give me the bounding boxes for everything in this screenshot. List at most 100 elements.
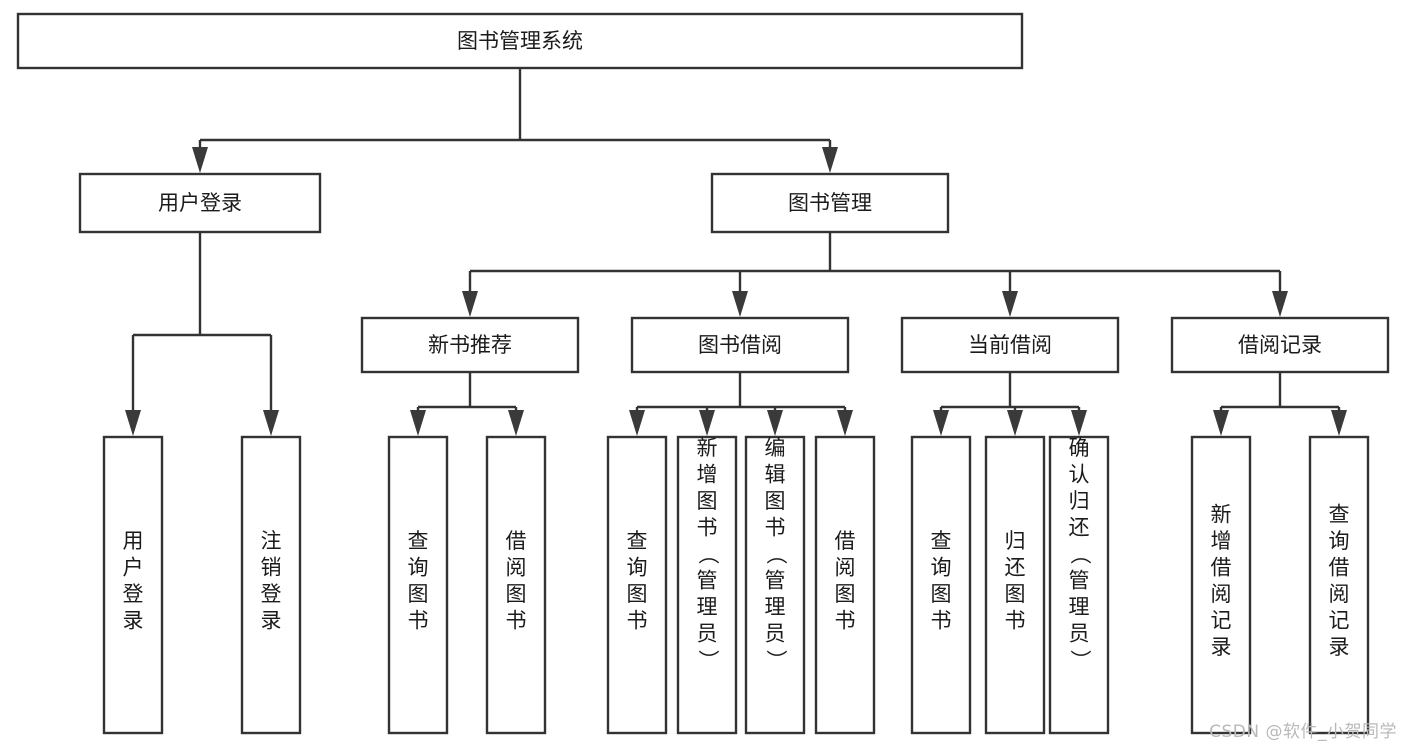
node-label-char: 书 <box>765 516 786 540</box>
node-root[interactable]: 图书管理系统 <box>16 12 1024 70</box>
node-label-char: 注 <box>261 529 282 553</box>
node-label-char: 录 <box>1211 635 1232 659</box>
node-label-char: 增 <box>1211 529 1232 553</box>
arrow-head-icon <box>822 147 838 173</box>
node-box[interactable] <box>240 435 302 735</box>
node-label-char: 询 <box>408 556 429 580</box>
node-box[interactable] <box>78 172 322 234</box>
node-box[interactable] <box>1048 435 1110 735</box>
node-label-char: 询 <box>627 556 648 580</box>
arrow-head-icon <box>192 147 208 173</box>
node-box[interactable] <box>1190 435 1252 735</box>
node-label: 新书推荐 <box>428 333 512 357</box>
node-label-char: 归 <box>1005 529 1026 553</box>
node-new-book-rec[interactable]: 新书推荐 <box>360 316 580 374</box>
node-box[interactable] <box>814 435 876 735</box>
node-box[interactable] <box>744 435 806 735</box>
node-box[interactable] <box>606 435 668 735</box>
node-label-char: ） <box>696 650 720 671</box>
node-label-char: 书 <box>931 609 952 633</box>
node-label: 当前借阅 <box>968 333 1052 357</box>
arrow-head-icon <box>1071 410 1087 436</box>
arrow-head-icon <box>462 291 478 317</box>
node-label-char: 图 <box>931 582 952 606</box>
node-label-char: 图 <box>506 582 527 606</box>
node-label-char: 增 <box>697 463 718 487</box>
node-user-login[interactable]: 用户登录 <box>78 172 322 234</box>
node-label-char: 辑 <box>765 463 786 487</box>
node-label-char: 图 <box>1005 582 1026 606</box>
node-current-borrow[interactable]: 当前借阅 <box>900 316 1120 374</box>
node-box[interactable] <box>630 316 850 374</box>
node-borrow-record[interactable]: 借阅记录 <box>1170 316 1390 374</box>
node-box[interactable] <box>710 172 950 234</box>
node-label-char: 新 <box>1211 503 1232 527</box>
node-label-char: 管 <box>765 569 786 593</box>
node-label-char: 登 <box>123 582 144 606</box>
node-label-char: 查 <box>408 529 429 553</box>
node-label-char: 还 <box>1069 516 1090 540</box>
node-label: 图书借阅 <box>698 333 782 357</box>
node-box[interactable] <box>676 435 738 735</box>
node-label-char: 用 <box>123 529 144 553</box>
connector-layer <box>125 68 1347 436</box>
node-box[interactable] <box>1170 316 1390 374</box>
node-label-char: 管 <box>1069 569 1090 593</box>
node-box[interactable] <box>910 435 972 735</box>
node-book-borrow[interactable]: 图书借阅 <box>630 316 850 374</box>
node-label-char: 登 <box>261 582 282 606</box>
node-label-char: 阅 <box>835 556 856 580</box>
node-label-char: 查 <box>627 529 648 553</box>
node-box[interactable] <box>360 316 580 374</box>
node-box[interactable] <box>984 435 1046 735</box>
node-box[interactable] <box>16 12 1024 70</box>
node-label-char: 员 <box>697 622 718 646</box>
arrow-head-icon <box>732 291 748 317</box>
node-label: 图书管理 <box>788 191 872 215</box>
node-box[interactable] <box>900 316 1120 374</box>
arrow-head-icon <box>933 410 949 436</box>
node-label-char: 图 <box>408 582 429 606</box>
node-label-char: ） <box>1068 650 1092 671</box>
node-label-char: 理 <box>765 595 786 619</box>
node-label-char: 阅 <box>506 556 527 580</box>
node-box[interactable] <box>102 435 164 735</box>
node-label-char: 阅 <box>1211 582 1232 606</box>
node-label-char: 还 <box>1005 556 1026 580</box>
node-label-char: 图 <box>765 489 786 513</box>
node-label-char: 理 <box>1069 595 1090 619</box>
node-label-char: 图 <box>627 582 648 606</box>
csdn-watermark: CSDN @软件_小贺同学 <box>1209 722 1397 742</box>
node-label-char: 销 <box>261 556 282 580</box>
node-box[interactable] <box>387 435 449 735</box>
arrow-head-icon <box>125 410 141 436</box>
node-label-char: 员 <box>765 622 786 646</box>
node-box[interactable] <box>485 435 547 735</box>
node-label-char: 记 <box>1329 609 1350 633</box>
node-box[interactable] <box>1308 435 1370 735</box>
node-label-char: 书 <box>627 609 648 633</box>
arrow-head-icon <box>767 410 783 436</box>
node-label-char: 询 <box>1329 529 1350 553</box>
node-leaf-user-login[interactable]: 用户登录 <box>102 435 164 735</box>
node-book-manage[interactable]: 图书管理 <box>710 172 950 234</box>
arrow-head-icon <box>837 410 853 436</box>
arrow-head-icon <box>1002 291 1018 317</box>
arrow-head-icon <box>629 410 645 436</box>
node-label-char: （ <box>696 544 720 565</box>
node-label-char: 户 <box>123 556 144 580</box>
